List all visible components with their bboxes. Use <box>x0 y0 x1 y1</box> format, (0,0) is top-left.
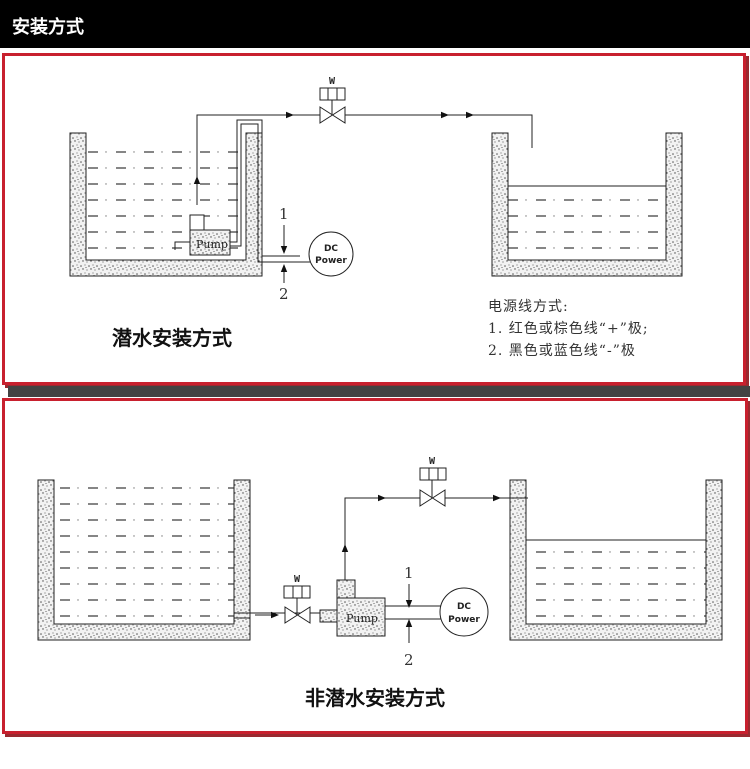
external-pump <box>336 579 386 637</box>
source-tank-2 <box>37 479 251 641</box>
valve-label: W <box>329 76 336 87</box>
inlet-valve <box>283 585 311 624</box>
dc-label: DC <box>324 244 338 254</box>
target-tank-2 <box>509 479 723 641</box>
notes-line-1: 1. 红色或棕色线“+”极; <box>488 321 649 337</box>
notes-title: 电源线方式: <box>488 299 569 315</box>
source-tank-1 <box>69 132 263 277</box>
dc-power-1 <box>308 231 354 277</box>
valve-label: W <box>429 456 436 467</box>
dc-label: DC <box>457 602 471 612</box>
pump-label: Pump <box>196 238 228 251</box>
outlet-pipe <box>196 114 533 205</box>
pump-label: Pump <box>346 612 378 625</box>
power-label: Power <box>315 256 347 266</box>
submersible-pump <box>174 119 310 263</box>
notes-line-2: 2. 黑色或蓝色线“-”极 <box>488 343 636 359</box>
submersible-caption: 潜水安装方式 <box>112 326 232 350</box>
header-bar: 安装方式 <box>0 0 750 48</box>
divider-band <box>8 386 750 397</box>
wiring-notes: 电源线方式: 1. 红色或棕色线“+”极; 2. 黑色或蓝色线“-”极 <box>488 296 649 362</box>
wire-2-label: 2 <box>404 651 414 669</box>
solenoid-valve-1 <box>319 87 346 124</box>
target-tank-1 <box>491 132 683 277</box>
wire-1-label: 1 <box>404 564 414 582</box>
dc-power-2 <box>439 587 489 637</box>
header-title: 安装方式 <box>12 17 84 38</box>
power-label: Power <box>448 615 480 625</box>
non-submersible-caption: 非潜水安装方式 <box>305 686 445 710</box>
wire-1-label: 1 <box>279 205 289 223</box>
solenoid-valve-2 <box>419 467 447 507</box>
wire-2-label: 2 <box>279 285 289 303</box>
inlet-valve-label: W <box>294 574 301 585</box>
